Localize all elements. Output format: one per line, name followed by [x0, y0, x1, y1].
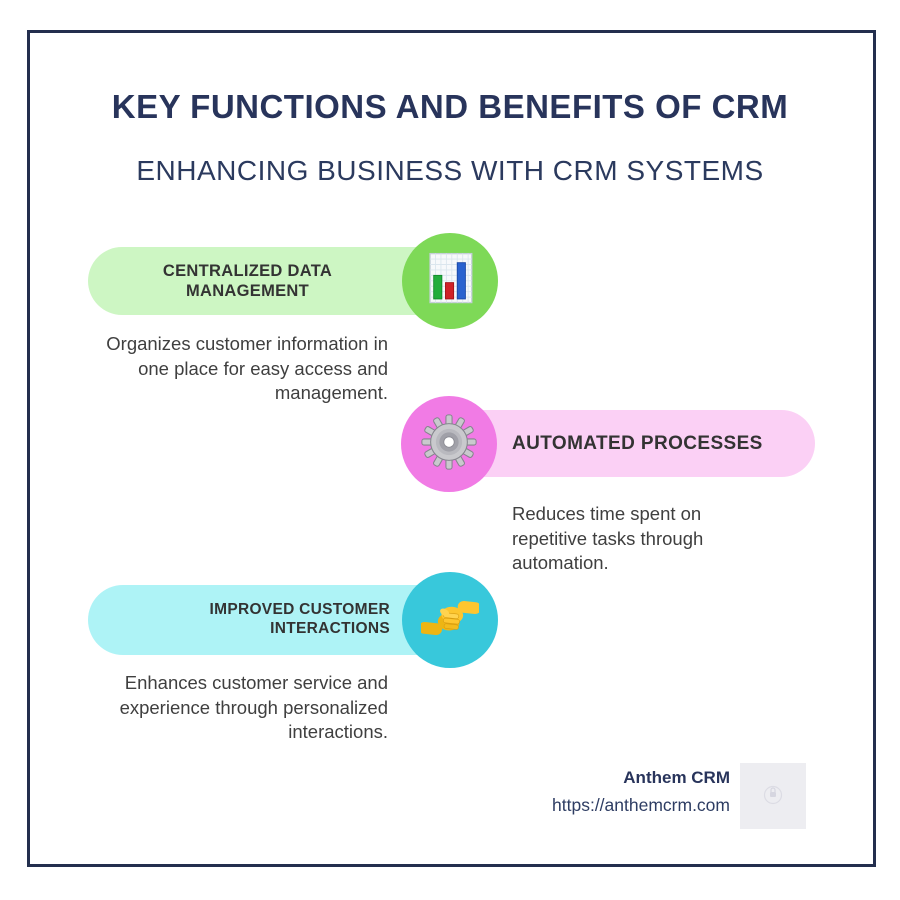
gear-icon — [421, 413, 477, 475]
footer-brand-name: Anthem CRM — [623, 768, 730, 787]
page-subtitle: ENHANCING BUSINESS WITH CRM SYSTEMS — [136, 155, 764, 186]
feature-description: Organizes customer information in one pl… — [106, 333, 388, 404]
handshake-icon — [418, 589, 482, 652]
footer-logo-placeholder — [740, 763, 806, 829]
padlock-watermark-icon — [761, 782, 785, 811]
footer-url: https://anthemcrm.com — [552, 795, 730, 815]
bar-chart-icon — [421, 250, 479, 313]
footer: Anthem CRM https://anthemcrm.com — [552, 768, 730, 816]
page-title: KEY FUNCTIONS AND BENEFITS OF CRM — [111, 88, 789, 125]
feature-label: AUTOMATED PROCESSES — [512, 432, 763, 454]
feature-pill-improved-interactions: IMPROVED CUSTOMER INTERACTIONS — [88, 585, 470, 655]
feature-icon-circle-centralized-data — [402, 233, 498, 329]
feature-label: IMPROVED CUSTOMER INTERACTIONS — [209, 601, 390, 637]
feature-description: Reduces time spent on repetitive tasks t… — [512, 503, 704, 574]
feature-icon-circle-improved-interactions — [402, 572, 498, 668]
feature-pill-automated-processes: AUTOMATED PROCESSES — [448, 410, 815, 477]
feature-label: CENTRALIZED DATA MANAGEMENT — [162, 261, 333, 300]
feature-description: Enhances customer service and experience… — [119, 672, 388, 743]
feature-icon-circle-automated-processes — [401, 396, 497, 492]
